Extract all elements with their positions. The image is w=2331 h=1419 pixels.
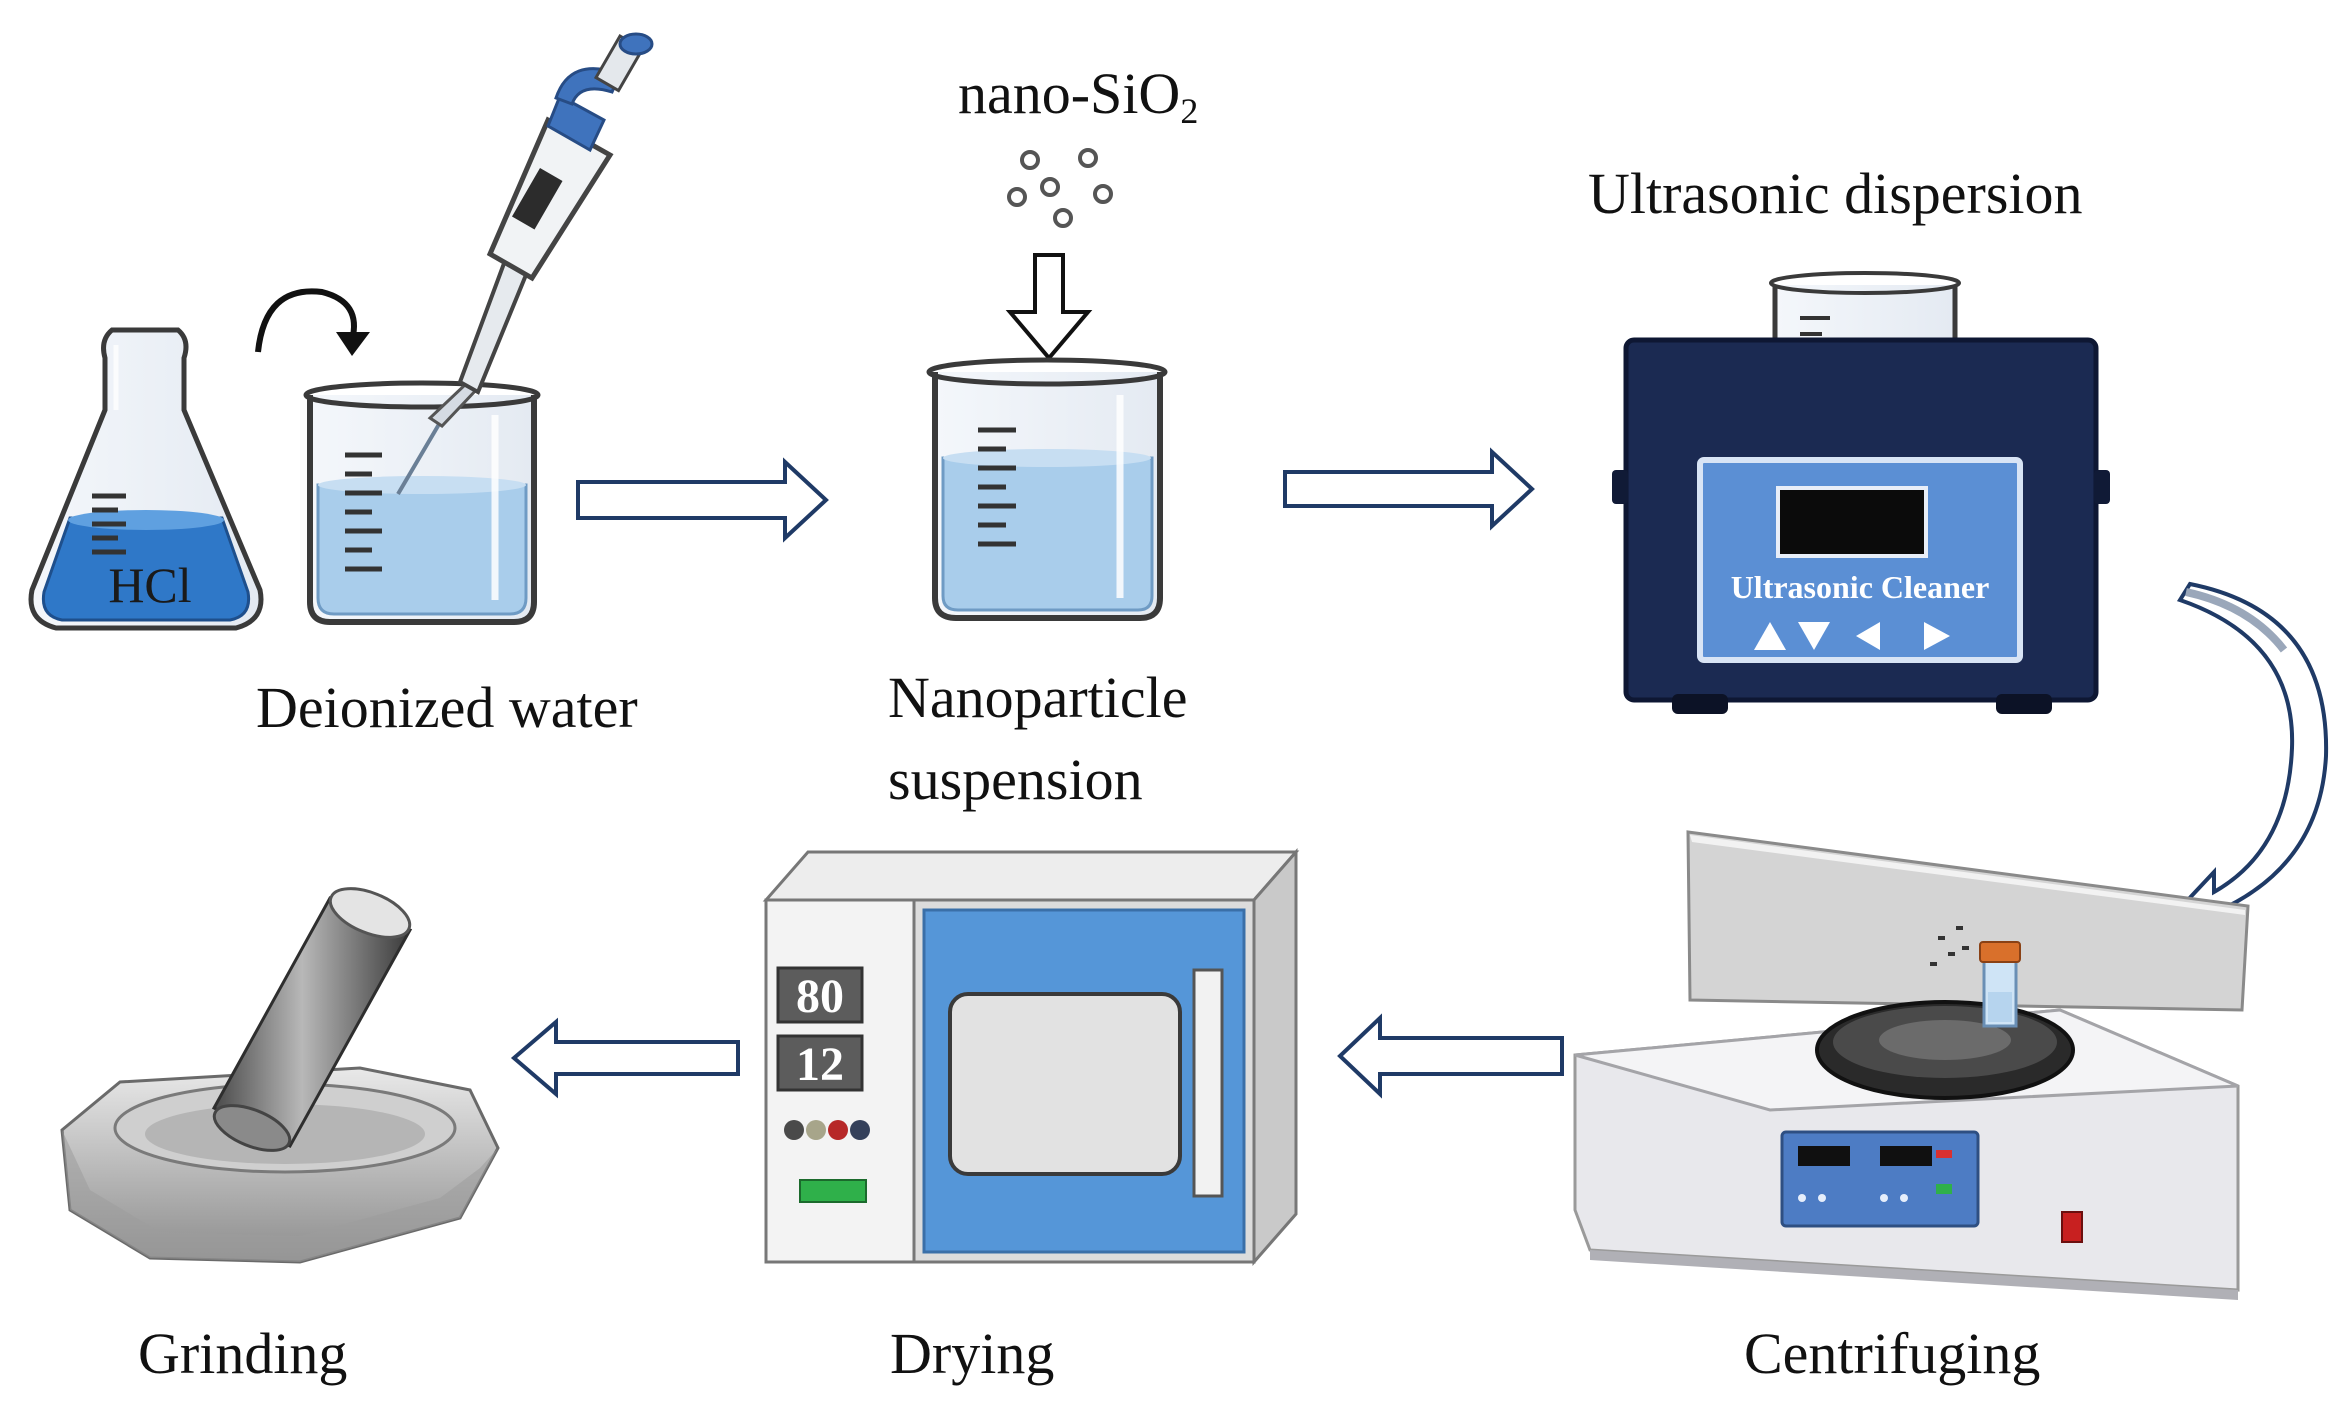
cleaner-display	[1776, 486, 1928, 558]
label-centrifuging: Centrifuging	[1744, 1321, 2041, 1386]
label-suspension: suspension	[888, 747, 1143, 812]
label-nano-sio2: nano-SiO2	[958, 61, 1199, 132]
label-grinding: Grinding	[138, 1321, 348, 1386]
curved-flow-arrow-icon	[2176, 581, 2329, 937]
centrifuge-power-switch	[2061, 1211, 2083, 1243]
right-arrow-icon	[1924, 622, 1950, 650]
water-liquid	[316, 483, 528, 616]
suspension-liquid	[941, 456, 1154, 612]
oven-window	[948, 992, 1182, 1176]
flow-arrow-right-1	[576, 457, 829, 543]
flow-arrow-left-2	[510, 1017, 740, 1099]
oven-display-top-value: 80	[796, 970, 844, 1023]
tube-cap	[1979, 941, 2021, 963]
hcl-flask: HCl	[28, 327, 264, 631]
left-arrow-icon	[1856, 622, 1880, 650]
cleaner-buttons	[1754, 622, 1950, 650]
down-triangle-icon	[1798, 622, 1830, 650]
oven-display-bottom	[776, 1034, 864, 1092]
up-arrow-icon	[1754, 622, 1786, 650]
cleaner-label: Ultrasonic Cleaner	[1731, 569, 1990, 605]
pestle	[211, 887, 413, 1152]
flow-arrow-right-2	[1283, 447, 1535, 531]
drying-oven: 80 12	[762, 848, 1300, 1266]
oven-knobs	[784, 1120, 870, 1140]
centrifuge	[1573, 830, 2250, 1300]
pour-arrow-icon	[255, 288, 370, 356]
oven-display-top	[776, 966, 864, 1024]
hcl-label: HCl	[108, 557, 191, 613]
centrifuge-tube	[1979, 941, 2021, 1028]
mortar-and-pestle	[60, 887, 500, 1264]
water-beaker	[303, 380, 541, 625]
label-ultrasonic-dispersion: Ultrasonic dispersion	[1588, 161, 2083, 226]
nanoparticle-dots	[1007, 148, 1113, 228]
label-deionized-water: Deionized water	[256, 675, 638, 740]
oven-handle	[1192, 968, 1224, 1198]
oven-display-bottom-value: 12	[796, 1038, 844, 1091]
label-drying: Drying	[890, 1321, 1055, 1386]
label-nanoparticle: Nanoparticle	[888, 665, 1188, 730]
suspension-beaker	[926, 357, 1168, 621]
flow-arrow-left-1	[1337, 1013, 1564, 1099]
ultrasonic-cleaner: Ultrasonic Cleaner	[1612, 271, 2110, 714]
pipette	[396, 32, 654, 496]
oven-indicator	[799, 1179, 867, 1203]
down-arrow-icon	[1005, 253, 1093, 362]
hcl-liquid	[41, 516, 251, 622]
